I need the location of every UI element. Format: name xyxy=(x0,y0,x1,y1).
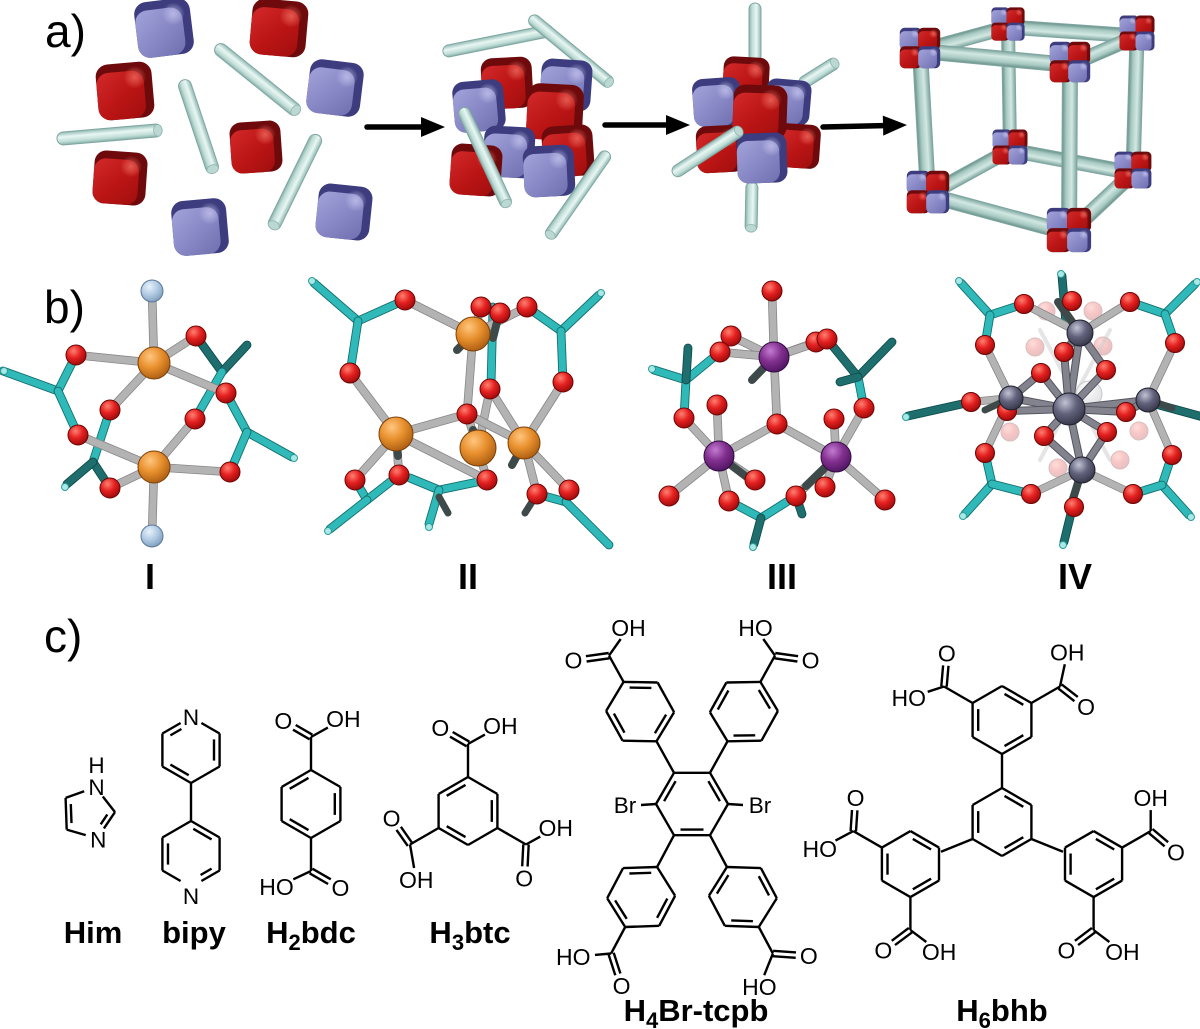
svg-text:N: N xyxy=(183,705,199,730)
svg-text:Br: Br xyxy=(614,793,637,818)
svg-text:O: O xyxy=(847,785,865,811)
svg-text:N: N xyxy=(183,884,199,909)
svg-text:IV: IV xyxy=(1058,556,1092,597)
svg-text:I: I xyxy=(145,556,155,597)
svg-text:O: O xyxy=(938,641,956,667)
svg-text:H4Br-tcpb: H4Br-tcpb xyxy=(624,993,769,1029)
svg-text:HO: HO xyxy=(556,944,591,970)
svg-text:Him: Him xyxy=(64,915,123,950)
svg-text:H6bhb: H6bhb xyxy=(956,993,1047,1029)
svg-text:OH: OH xyxy=(326,706,361,732)
svg-text:OH: OH xyxy=(539,815,574,841)
svg-text:bipy: bipy xyxy=(162,915,226,950)
svg-text:H2bdc: H2bdc xyxy=(266,915,356,955)
svg-text:H: H xyxy=(88,753,104,778)
svg-text:a): a) xyxy=(45,5,86,57)
svg-text:OH: OH xyxy=(1105,939,1140,965)
svg-text:OH: OH xyxy=(1050,639,1085,665)
svg-text:OH: OH xyxy=(922,939,957,965)
svg-text:OH: OH xyxy=(399,867,434,893)
svg-text:O: O xyxy=(274,708,292,734)
svg-text:N: N xyxy=(90,827,106,852)
svg-text:O: O xyxy=(383,805,401,831)
svg-text:O: O xyxy=(515,865,533,891)
svg-text:III: III xyxy=(767,556,797,597)
svg-text:b): b) xyxy=(44,281,85,333)
svg-text:O: O xyxy=(800,943,818,969)
svg-text:O: O xyxy=(331,875,349,901)
svg-text:O: O xyxy=(564,648,582,674)
svg-text:HO: HO xyxy=(738,615,773,641)
svg-text:OH: OH xyxy=(1133,785,1168,811)
svg-text:HO: HO xyxy=(259,874,294,900)
svg-text:HO: HO xyxy=(742,974,777,1000)
svg-text:O: O xyxy=(1057,938,1075,964)
svg-text:c): c) xyxy=(44,610,82,662)
svg-text:O: O xyxy=(613,973,631,999)
svg-text:O: O xyxy=(874,938,892,964)
svg-text:OH: OH xyxy=(611,615,646,641)
svg-text:O: O xyxy=(431,715,449,741)
svg-text:H3btc: H3btc xyxy=(429,915,510,955)
svg-text:Br: Br xyxy=(749,793,772,818)
svg-text:O: O xyxy=(1167,839,1185,865)
svg-text:II: II xyxy=(458,556,478,597)
svg-text:N: N xyxy=(88,775,104,800)
svg-text:O: O xyxy=(802,648,820,674)
svg-text:HO: HO xyxy=(892,685,927,711)
svg-text:HO: HO xyxy=(802,836,837,862)
svg-text:O: O xyxy=(1077,694,1095,720)
svg-text:OH: OH xyxy=(483,713,518,739)
